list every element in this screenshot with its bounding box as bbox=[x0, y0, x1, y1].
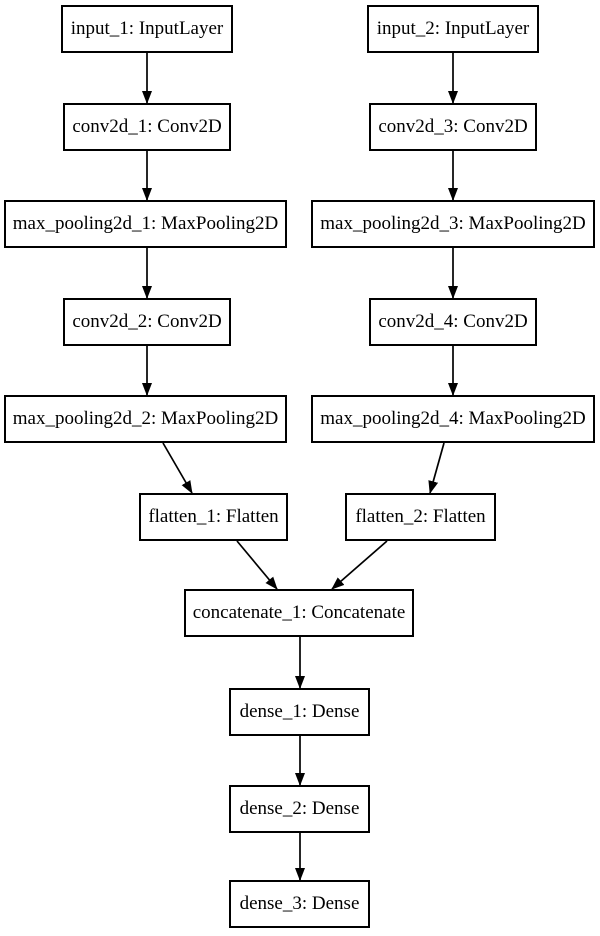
node-flatten_1: flatten_1: Flatten bbox=[139, 493, 288, 541]
node-conv2d_4: conv2d_4: Conv2D bbox=[369, 298, 537, 346]
node-conv2d_1: conv2d_1: Conv2D bbox=[63, 103, 231, 151]
edge-flatten_1-concatenate_1 bbox=[236, 540, 278, 590]
node-max_pooling2d_1: max_pooling2d_1: MaxPooling2D bbox=[4, 200, 287, 248]
edge-flatten_2-concatenate_1 bbox=[331, 540, 388, 590]
node-input_1: input_1: InputLayer bbox=[61, 5, 233, 53]
node-dense_1: dense_1: Dense bbox=[229, 688, 370, 736]
node-max_pooling2d_3: max_pooling2d_3: MaxPooling2D bbox=[311, 200, 595, 248]
edge-max_pooling2d_2-flatten_1 bbox=[162, 442, 193, 494]
node-conv2d_3: conv2d_3: Conv2D bbox=[369, 103, 537, 151]
node-max_pooling2d_2: max_pooling2d_2: MaxPooling2D bbox=[4, 395, 287, 443]
edge-max_pooling2d_4-flatten_2 bbox=[428, 442, 445, 494]
node-flatten_2: flatten_2: Flatten bbox=[345, 493, 496, 541]
node-input_2: input_2: InputLayer bbox=[367, 5, 539, 53]
node-max_pooling2d_4: max_pooling2d_4: MaxPooling2D bbox=[311, 395, 595, 443]
node-dense_2: dense_2: Dense bbox=[229, 785, 370, 833]
node-conv2d_2: conv2d_2: Conv2D bbox=[63, 298, 231, 346]
node-dense_3: dense_3: Dense bbox=[229, 880, 370, 928]
node-concatenate_1: concatenate_1: Concatenate bbox=[184, 589, 414, 637]
